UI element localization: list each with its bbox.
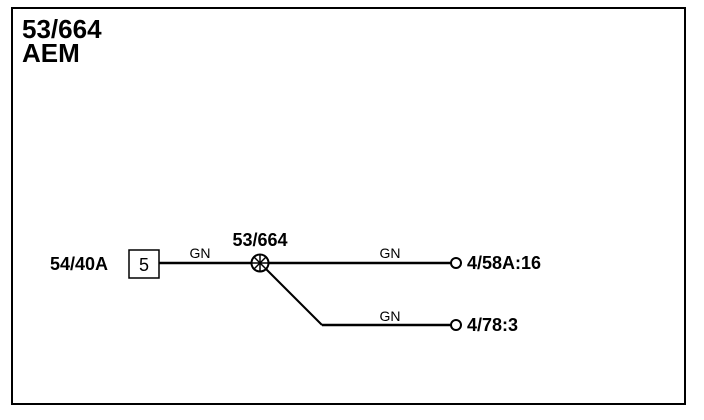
diagram-title-line2: AEM <box>22 38 80 68</box>
wire-color-label-1: GN <box>190 245 211 261</box>
diagram-title-line1: 53/664 <box>22 14 102 44</box>
splice-node-icon <box>250 253 270 273</box>
dest-2-terminal-icon <box>450 319 462 331</box>
source-pin-number: 5 <box>139 255 149 275</box>
dest-1-label: 4/58A:16 <box>467 253 541 273</box>
wire-segment-branch <box>265 268 323 326</box>
wire-color-label-2: GN <box>380 245 401 261</box>
source-pin-box <box>128 249 160 279</box>
splice-label: 53/664 <box>232 230 287 250</box>
wire-color-label-3: GN <box>380 308 401 324</box>
dest-2-label: 4/78:3 <box>467 315 518 335</box>
dest-1-terminal-icon <box>450 257 462 269</box>
source-connector-label: 54/40A <box>50 254 108 274</box>
diagram-frame <box>11 7 686 405</box>
